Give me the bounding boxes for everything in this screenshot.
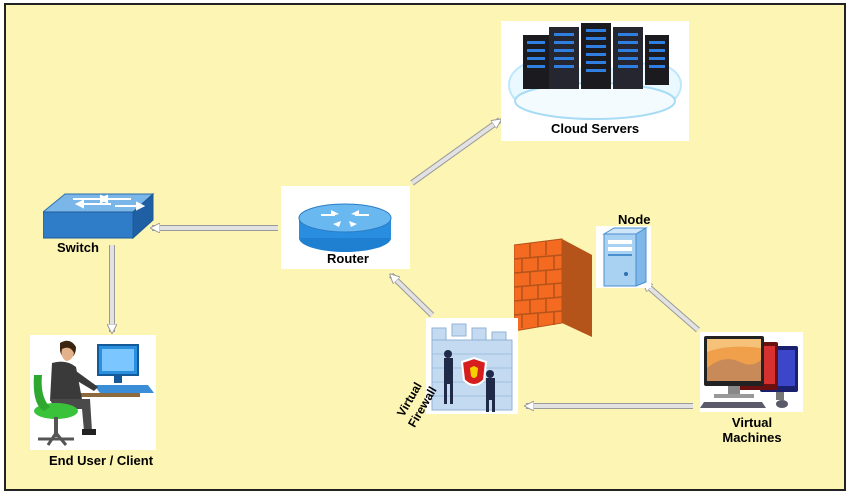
router-label: Router (327, 251, 369, 266)
node-label: Node (618, 212, 651, 227)
switch-node (41, 192, 155, 242)
edge-router-to-cloud (410, 117, 500, 186)
edge-vms-to-node (644, 280, 700, 333)
router-icon (298, 203, 392, 252)
end-user-client-node (30, 335, 156, 450)
virtual-firewall-icon (431, 323, 513, 412)
virtual-machines-icon (700, 336, 798, 408)
switch-label: Switch (57, 240, 99, 255)
virtual-machines-label: Virtual Machines (722, 415, 782, 445)
user-workstation-icon (33, 340, 154, 446)
virtual-firewall-node (426, 318, 518, 414)
edge-firewall-to-router (391, 275, 435, 318)
cloud-servers-icon (508, 23, 682, 120)
brick-firewall-icon (513, 238, 592, 337)
node-node (596, 226, 651, 288)
end-user-client-label: End User / Client (49, 453, 154, 468)
computer-tower-icon (602, 227, 648, 287)
virtual-machines-node (700, 332, 803, 412)
brick-firewall-node (513, 237, 594, 339)
cloud-servers-node (501, 21, 689, 141)
router-node (281, 186, 410, 269)
switch-icon (41, 192, 155, 240)
cloud-servers-label: Cloud Servers (551, 121, 640, 136)
